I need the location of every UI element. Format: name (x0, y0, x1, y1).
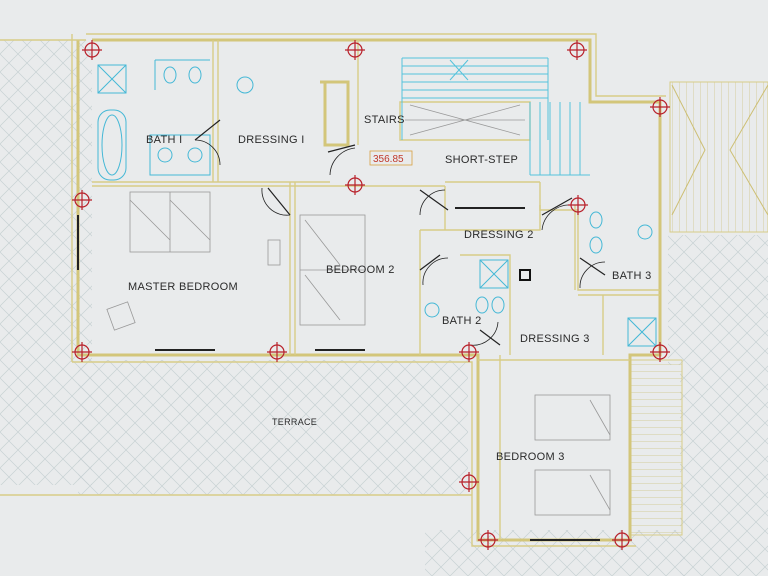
bottom-paving (425, 530, 685, 576)
room-label-bedroom3: BEDROOM 3 (496, 451, 565, 463)
elevation-label: 356.85 (373, 154, 404, 165)
stepped-steps (629, 359, 683, 536)
elevation-box (369, 150, 413, 166)
room-label-terrace: TERRACE (272, 417, 317, 427)
column-markers (72, 40, 670, 550)
staircase (401, 57, 590, 176)
right-lower-paving (680, 365, 768, 576)
room-label-bedroom2: BEDROOM 2 (326, 264, 395, 276)
room-label-bath3: BATH 3 (612, 270, 652, 282)
windows (77, 207, 600, 541)
walls (0, 33, 666, 547)
furniture (106, 191, 611, 516)
terrace-paving (78, 360, 468, 495)
room-label-short-step: SHORT-STEP (445, 154, 518, 166)
room-label-dressing1: DRESSING I (238, 134, 305, 146)
roof-tiles (669, 81, 768, 233)
right-paving (668, 235, 768, 365)
room-label-bath1: BATH I (146, 134, 182, 146)
room-label-bath2: BATH 2 (442, 315, 482, 327)
room-label-dressing3: DRESSING 3 (520, 333, 590, 345)
room-label-master-bedroom: MASTER BEDROOM (128, 281, 238, 293)
bathroom-fixtures (97, 59, 657, 347)
doors (194, 119, 606, 346)
room-label-stairs: STAIRS (364, 114, 405, 126)
room-label-dressing2: DRESSING 2 (464, 229, 534, 241)
